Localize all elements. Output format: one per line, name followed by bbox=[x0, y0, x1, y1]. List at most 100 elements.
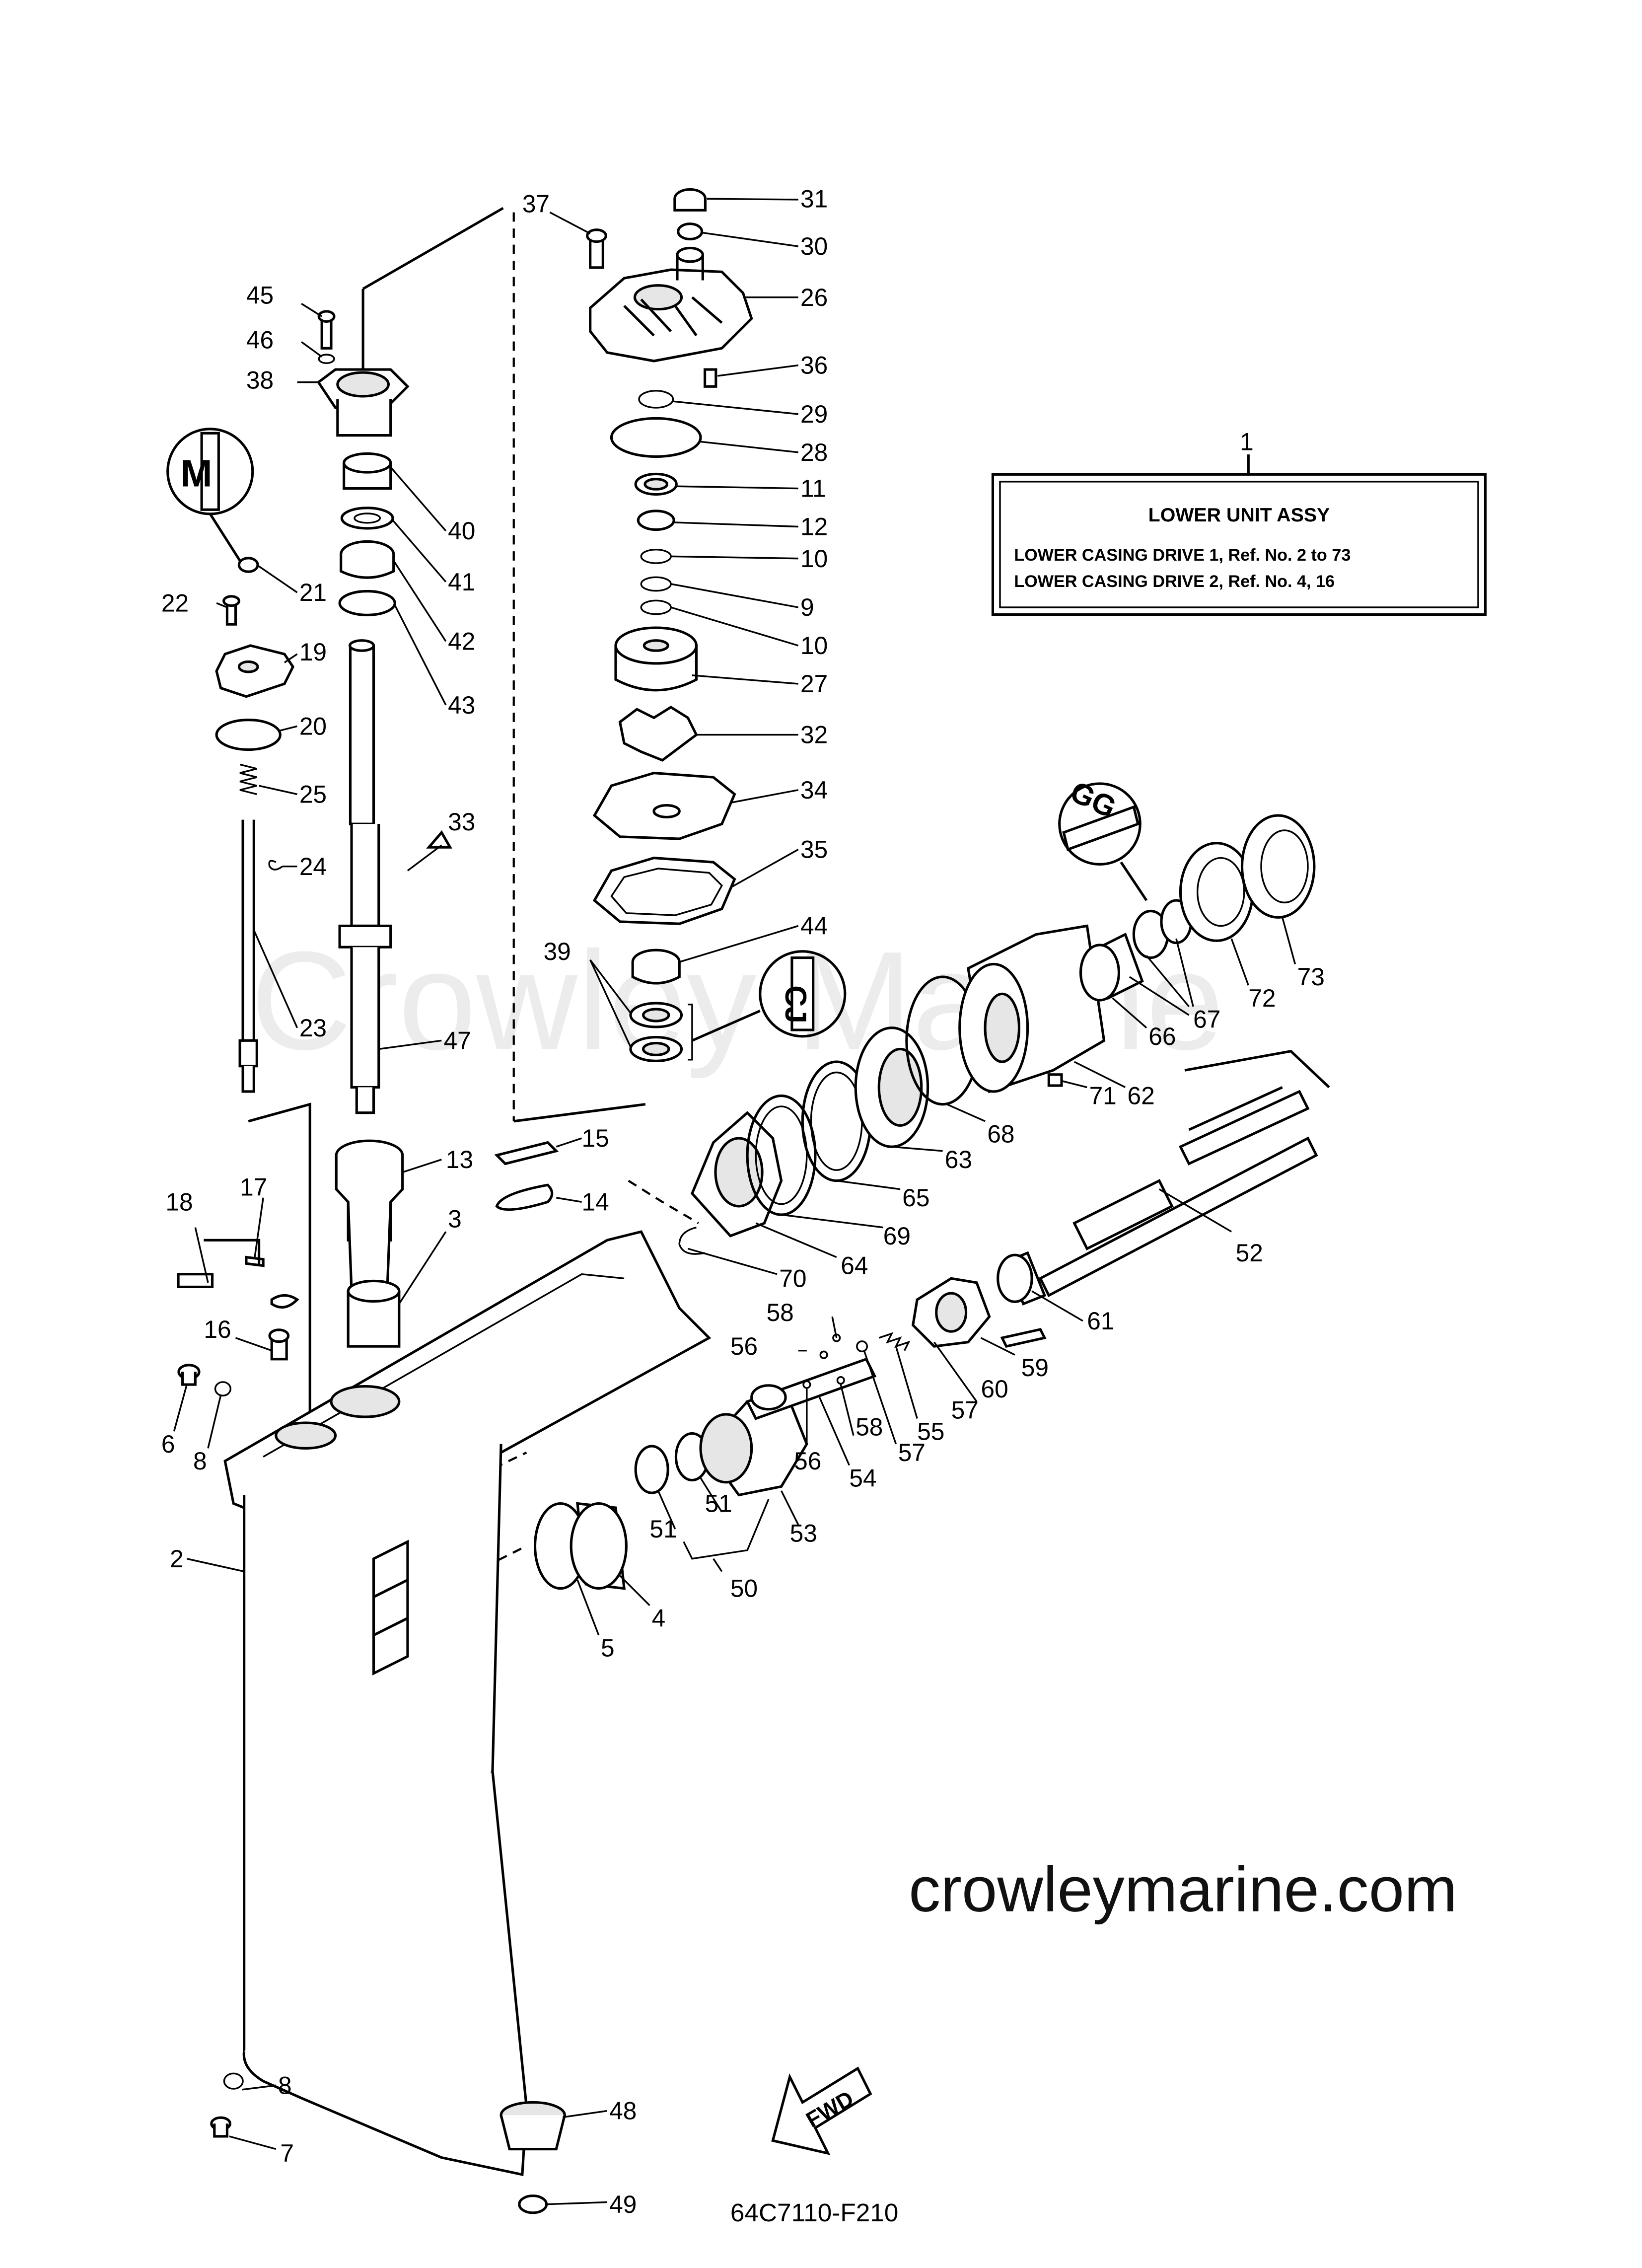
callout-57a: 57 bbox=[898, 1439, 926, 1466]
callout-32: 32 bbox=[800, 721, 828, 749]
svg-text:CJ: CJ bbox=[779, 985, 812, 1024]
callout-7: 7 bbox=[280, 2139, 294, 2167]
fwd-arrow: FWD bbox=[771, 2066, 872, 2155]
shift-rod-group: M bbox=[166, 428, 294, 1093]
callout-39: 39 bbox=[544, 938, 571, 965]
callout-58a: 58 bbox=[767, 1299, 794, 1326]
water-pump-stack bbox=[586, 188, 753, 1062]
callout-15: 15 bbox=[582, 1124, 609, 1152]
callout-69: 69 bbox=[883, 1222, 911, 1250]
callout-29: 29 bbox=[800, 400, 828, 428]
callout-38: 38 bbox=[246, 366, 274, 394]
callout-48: 48 bbox=[609, 2097, 637, 2125]
callout-70: 70 bbox=[779, 1264, 806, 1292]
callout-8b: 8 bbox=[278, 2071, 292, 2099]
footer-url[interactable]: crowleymarine.com bbox=[909, 1854, 1457, 1925]
callout-17: 17 bbox=[240, 1173, 267, 1201]
callout-57b: 57 bbox=[951, 1396, 979, 1424]
callout-1: 1 bbox=[1240, 428, 1254, 456]
callout-45: 45 bbox=[246, 281, 274, 309]
callout-23: 23 bbox=[299, 1014, 327, 1042]
callout-66: 66 bbox=[1148, 1023, 1176, 1050]
callout-34: 34 bbox=[800, 776, 828, 804]
lower-casing bbox=[223, 1230, 712, 2176]
callout-71: 71 bbox=[1089, 1082, 1117, 1110]
callout-26: 26 bbox=[800, 284, 828, 311]
callout-21: 21 bbox=[299, 579, 327, 606]
callout-50: 50 bbox=[730, 1575, 758, 1603]
callout-25: 25 bbox=[299, 780, 327, 808]
callout-33: 33 bbox=[448, 808, 475, 836]
callout-42: 42 bbox=[448, 628, 475, 656]
shift-hardware-16-17-18 bbox=[177, 1239, 299, 2138]
callout-35: 35 bbox=[800, 836, 828, 864]
callout-44: 44 bbox=[800, 912, 828, 940]
svg-text:M: M bbox=[180, 452, 212, 495]
callout-63: 63 bbox=[945, 1146, 972, 1173]
pinion-48-nut-49 bbox=[500, 2101, 566, 2214]
callout-10a: 10 bbox=[800, 545, 828, 573]
callout-65: 65 bbox=[902, 1184, 929, 1212]
callout-30: 30 bbox=[800, 232, 828, 260]
callout-27: 27 bbox=[800, 670, 828, 698]
sleeve-13 bbox=[335, 1139, 404, 1348]
keys-14-15 bbox=[494, 1141, 559, 1211]
callout-28: 28 bbox=[800, 439, 828, 466]
callout-37: 37 bbox=[522, 190, 550, 218]
callout-68: 68 bbox=[987, 1120, 1014, 1148]
callout-3: 3 bbox=[448, 1205, 462, 1233]
callout-labels: 37 31 30 26 36 29 28 11 12 10 9 10 27 32… bbox=[161, 185, 1325, 2218]
callout-24: 24 bbox=[299, 853, 327, 880]
callout-11: 11 bbox=[800, 475, 826, 503]
callout-12: 12 bbox=[800, 513, 828, 541]
callout-54: 54 bbox=[849, 1464, 876, 1492]
callout-4: 4 bbox=[652, 1605, 666, 1632]
leader-lines bbox=[173, 198, 1296, 2205]
callout-22: 22 bbox=[161, 589, 189, 617]
callout-36: 36 bbox=[800, 352, 828, 379]
callout-2: 2 bbox=[170, 1545, 184, 1573]
callout-59: 59 bbox=[1021, 1354, 1049, 1382]
callout-40: 40 bbox=[448, 517, 475, 545]
callout-20: 20 bbox=[299, 713, 327, 740]
callout-61: 61 bbox=[1087, 1307, 1114, 1335]
callout-52: 52 bbox=[1236, 1239, 1263, 1267]
assembly-info-box: LOWER UNIT ASSY LOWER CASING DRIVE 1, Re… bbox=[991, 454, 1487, 616]
callout-55: 55 bbox=[917, 1417, 944, 1445]
callout-13: 13 bbox=[446, 1146, 473, 1173]
callout-73: 73 bbox=[1297, 963, 1325, 991]
callout-41: 41 bbox=[448, 568, 475, 596]
callout-64: 64 bbox=[841, 1252, 868, 1280]
assembly-box-line2: LOWER CASING DRIVE 2, Ref. No. 4, 16 bbox=[1014, 572, 1335, 591]
callout-5: 5 bbox=[601, 1634, 615, 1662]
callout-56a: 56 bbox=[794, 1447, 821, 1475]
callout-10b: 10 bbox=[800, 632, 828, 659]
callout-49: 49 bbox=[609, 2191, 637, 2218]
callout-9: 9 bbox=[800, 593, 814, 621]
callout-60: 60 bbox=[981, 1375, 1008, 1403]
callout-46: 46 bbox=[246, 326, 274, 354]
callout-18: 18 bbox=[165, 1188, 193, 1216]
callout-51a: 51 bbox=[649, 1515, 677, 1543]
callout-62: 62 bbox=[1128, 1082, 1155, 1110]
assembly-box-line1: LOWER CASING DRIVE 1, Ref. No. 2 to 73 bbox=[1014, 546, 1351, 565]
callout-8a: 8 bbox=[193, 1447, 207, 1475]
callout-19: 19 bbox=[299, 638, 327, 666]
callout-47: 47 bbox=[444, 1026, 471, 1054]
callout-53: 53 bbox=[790, 1520, 817, 1547]
drive-shaft-group bbox=[316, 310, 452, 1114]
callout-72: 72 bbox=[1248, 984, 1276, 1012]
callout-58b: 58 bbox=[856, 1413, 883, 1441]
callout-16: 16 bbox=[204, 1316, 231, 1343]
grease-detail-circle-39: CJ bbox=[691, 950, 847, 1042]
drawing-code: 64C7110-F210 bbox=[730, 2198, 898, 2227]
callout-31: 31 bbox=[800, 185, 828, 213]
callout-6: 6 bbox=[161, 1430, 175, 1458]
callout-56b: 56 bbox=[730, 1332, 758, 1360]
assembly-box-title: LOWER UNIT ASSY bbox=[1148, 504, 1330, 526]
callout-51b: 51 bbox=[705, 1490, 732, 1518]
callout-14: 14 bbox=[582, 1188, 609, 1216]
callout-43: 43 bbox=[448, 691, 475, 719]
callout-67: 67 bbox=[1193, 1006, 1220, 1033]
